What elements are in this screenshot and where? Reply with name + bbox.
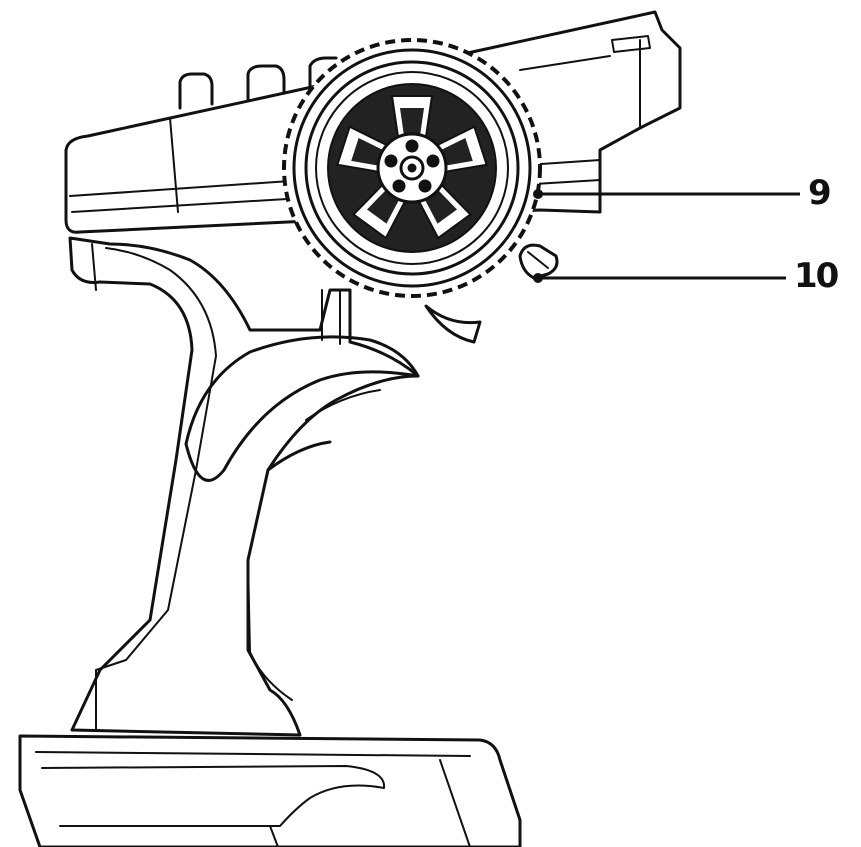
callout-10-label: 10 [794, 256, 839, 296]
grip [68, 236, 420, 737]
wheel-outer-ring [292, 48, 532, 288]
head-front-seam [169, 117, 179, 213]
grip-front-edge-1 [91, 243, 97, 291]
top-right-slot [611, 35, 651, 53]
trigger-guard [184, 335, 420, 482]
callout-leaders [533, 189, 800, 283]
grip-inner-line [95, 247, 217, 731]
steering-wheel [282, 38, 542, 298]
hub-nuts [384, 139, 440, 193]
wheel-rim-inner [315, 71, 509, 265]
base-top-edge [35, 751, 471, 757]
wheel-rim [304, 60, 520, 276]
top-switch-2 [246, 64, 286, 106]
top-switch-1 [178, 72, 214, 110]
side-dial [518, 243, 559, 280]
base-shell [18, 734, 522, 847]
side-dial-ridge [527, 251, 549, 269]
base-seam [269, 825, 279, 847]
callout-9-label: 9 [808, 173, 832, 213]
grip-back-curve [266, 440, 332, 472]
top-ridge-line [519, 55, 611, 71]
callout-9-dot [533, 189, 543, 199]
grip-back-inner [247, 559, 293, 701]
grip-shell [68, 236, 420, 737]
top-switch-3 [308, 56, 338, 98]
trigger-guard-inner [305, 389, 381, 421]
hub-center-dot [407, 163, 417, 173]
callout-10-dot [533, 273, 543, 283]
throttle-trigger [424, 304, 482, 344]
top-switches [178, 56, 338, 110]
base-side-edge [439, 759, 471, 847]
base [18, 734, 522, 847]
base-inner-panel [41, 765, 386, 827]
throttle-trigger-blade [424, 304, 482, 344]
